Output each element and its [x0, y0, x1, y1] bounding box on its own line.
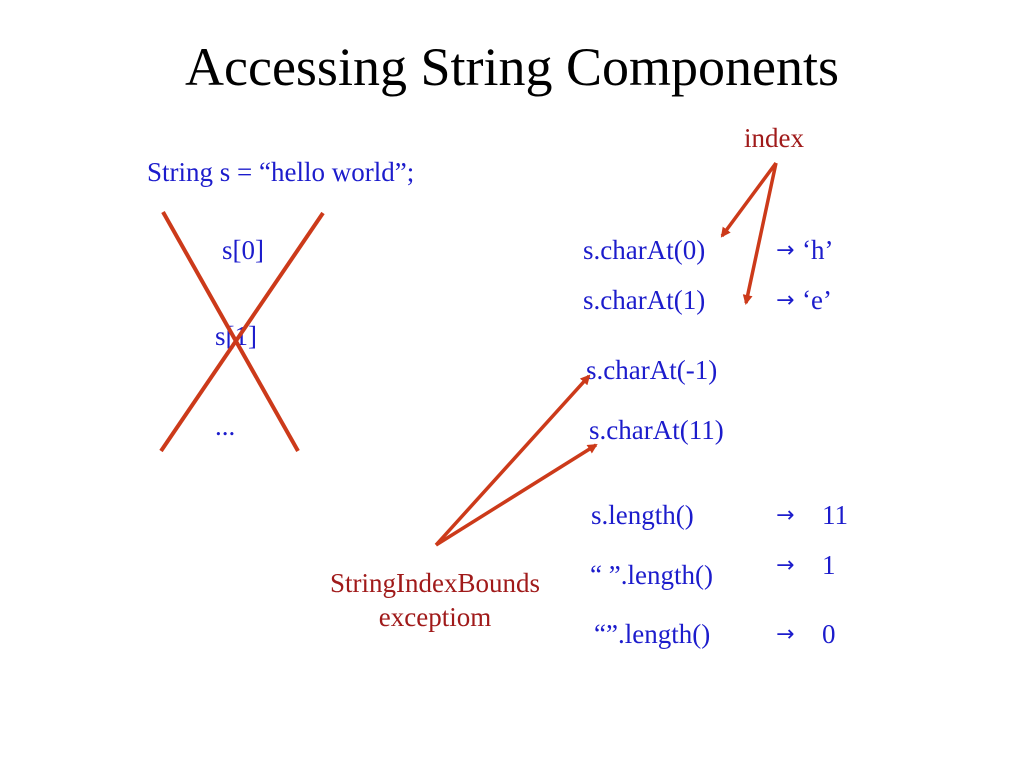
length-result-s: 11 — [822, 500, 848, 530]
right-arrow-icon: → — [776, 503, 795, 528]
right-arrow-icon: → — [776, 622, 795, 647]
charat-0-call: s.charAt(0) — [583, 235, 706, 265]
charat-11-call: s.charAt(11) — [589, 415, 724, 445]
array-access-s0: s[0] — [222, 235, 264, 265]
right-arrow-icon: → — [776, 553, 795, 578]
exception-arrow-to-charat-11 — [435, 443, 598, 547]
index-arrow-to-charat-1 — [742, 162, 778, 305]
exception-label-line2: exceptiom — [378, 601, 492, 632]
length-result-space: 1 — [822, 550, 836, 580]
cross-out-stroke-2 — [159, 211, 325, 453]
right-arrow-icon: → — [776, 238, 795, 263]
length-call-s: s.length() — [591, 500, 694, 530]
array-access-ellipsis: ... — [215, 411, 236, 441]
charat-1-call: s.charAt(1) — [583, 285, 706, 315]
right-arrow-icon: → — [776, 288, 795, 313]
exception-arrow-to-charat-minus1 — [434, 374, 591, 547]
index-arrow-to-charat-0 — [720, 161, 778, 238]
cross-out-stroke-1 — [161, 211, 300, 452]
length-result-empty: 0 — [822, 619, 836, 649]
charat-0-result: ‘h’ — [802, 235, 834, 265]
slide-title: Accessing String Components — [185, 37, 839, 97]
string-declaration: String s = “hello world”; — [147, 157, 415, 187]
index-label: index — [744, 123, 804, 153]
exception-label-line1: StringIndexBounds — [329, 568, 540, 598]
charat-1-result: ‘e’ — [802, 285, 832, 315]
length-call-empty: “”.length() — [594, 619, 711, 649]
exception-label: StringIndexBounds exceptiom — [290, 567, 580, 635]
charat-minus1-call: s.charAt(-1) — [586, 355, 718, 385]
length-call-space: “ ”.length() — [590, 560, 713, 590]
